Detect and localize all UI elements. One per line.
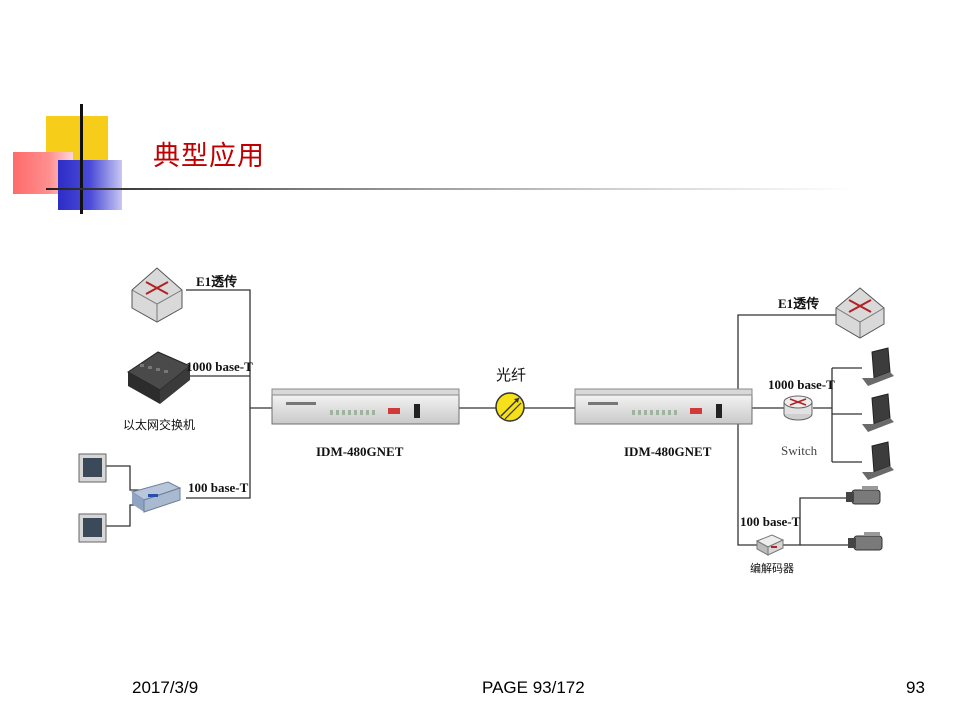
label-switch: Switch	[781, 443, 818, 458]
footer-date: 2017/3/9	[132, 678, 199, 697]
label-codec: 编解码器	[750, 561, 794, 575]
idm-device-left-icon	[271, 388, 460, 425]
deco-blue-square	[58, 160, 122, 210]
deco-vertical-line	[80, 104, 83, 214]
laptop-icon-3	[862, 441, 894, 480]
label-right-e1: E1透传	[778, 296, 819, 311]
monitor-icon-2	[78, 513, 107, 543]
label-ethernet-switch: 以太网交换机	[123, 417, 195, 432]
right-wiring	[737, 314, 862, 546]
switch-icon	[783, 395, 813, 421]
title-underline	[46, 188, 856, 190]
codec-icon	[755, 534, 785, 556]
small-switch-icon	[130, 481, 182, 513]
label-left-fe: 100 base-T	[188, 480, 249, 495]
idm-device-right-icon	[574, 388, 753, 425]
laptop-icon-1	[862, 347, 894, 386]
label-left-gige: 1000 base-T	[186, 359, 253, 374]
fiber-icon	[495, 392, 525, 422]
label-fiber: 光纤	[496, 367, 526, 384]
monitor-icon-1	[78, 453, 107, 483]
router-left-icon	[131, 267, 183, 323]
camera-icon-1	[846, 486, 881, 505]
label-device-right: IDM-480GNET	[624, 444, 712, 459]
footer-slide-number: 93	[906, 678, 925, 697]
label-device-left: IDM-480GNET	[316, 444, 404, 459]
label-right-fe: 100 base-T	[740, 514, 801, 529]
label-left-e1: E1透传	[196, 274, 237, 289]
router-right-icon	[835, 287, 885, 339]
label-right-gige: 1000 base-T	[768, 377, 835, 392]
camera-icon-2	[848, 532, 883, 551]
laptop-icon-2	[862, 393, 894, 432]
slide-title: 典型应用	[153, 141, 265, 172]
footer-page: PAGE 93/172	[482, 678, 585, 697]
ethernet-switch-icon	[127, 351, 191, 404]
